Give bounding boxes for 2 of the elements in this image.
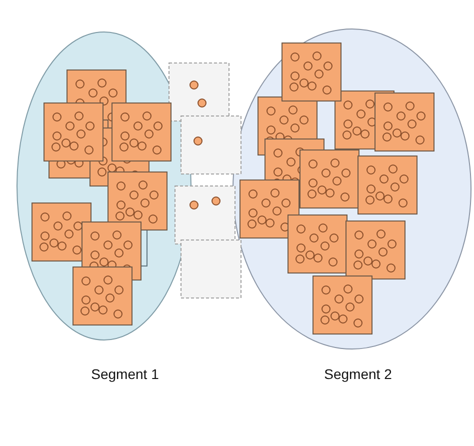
segment-label: Segment 1 [91,366,159,382]
segment-label: Segment 2 [324,366,392,382]
